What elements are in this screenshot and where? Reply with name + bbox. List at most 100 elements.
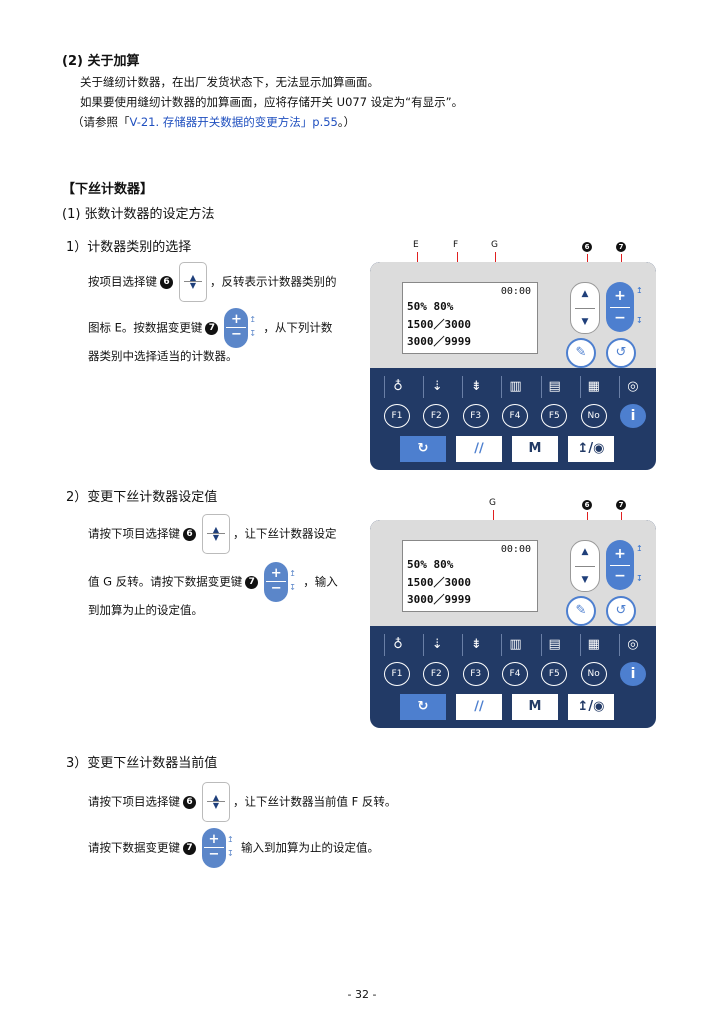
badge-6: 6 (582, 242, 592, 252)
m-key[interactable]: M (512, 436, 558, 462)
lcd-screen: 00:00 50% 80% 1500／3000 3000／9999 (402, 282, 538, 354)
return-key[interactable]: ↺ (606, 596, 636, 626)
time-display: 00:00 (500, 286, 531, 297)
sew-icon[interactable]: ▤ (540, 376, 568, 398)
text: 按项目选择键 (88, 274, 157, 289)
text: ，让下丝计数器当前值 F 反转。 (233, 794, 397, 809)
ref-close: 。） (337, 115, 356, 129)
badge-7: 7 (616, 242, 626, 252)
ref-open: （请参照「 (72, 115, 130, 129)
badge-6: 6 (582, 500, 592, 510)
control-panel: 00:00 50% 80% 1500／3000 3000／9999 ▲▼ +− … (370, 262, 656, 470)
slash-key[interactable]: ∕∕ (456, 436, 502, 462)
step2-heading: 2）变更下丝计数器设定值 (66, 490, 218, 505)
label-g: G (489, 498, 496, 508)
section-heading: (2) 关于加算 (62, 54, 140, 69)
counter-icon[interactable]: ▦ (579, 634, 607, 656)
paragraph-line: 如果要使用缝纫计数器的加算画面，应将存储开关 U077 设定为“有显示”。 (80, 95, 464, 109)
thread-icon[interactable]: ♁ (384, 634, 411, 656)
minus-icon: − (270, 581, 282, 596)
info-key[interactable]: i (619, 404, 646, 428)
f-key-row: F1 F2 F3 F4 F5 No i (384, 662, 646, 688)
step1-heading: 1）计数器类别的选择 (66, 240, 192, 255)
edit-key[interactable]: ✎ (566, 596, 596, 626)
down-arrow-icon: ▼ (189, 281, 197, 290)
sew-icon[interactable]: ▤ (540, 634, 568, 656)
data-change-key-icon: +−↥↧ (264, 562, 300, 602)
edit-key[interactable]: ✎ (566, 338, 596, 368)
text: 请按下项目选择键 (88, 794, 180, 809)
text: 图标 E。按数据变更键 (88, 320, 203, 335)
plus-icon: + (614, 546, 626, 562)
f5-key[interactable]: F5 (541, 662, 568, 686)
f4-key[interactable]: F4 (501, 404, 528, 428)
return-key[interactable]: ↺ (606, 338, 636, 368)
item-select-key-icon: ▲▼ (202, 514, 230, 554)
f3-key[interactable]: F3 (462, 404, 489, 428)
reference-line: （请参照「V-21. 存储器开关数据的变更方法」p.55。） (72, 112, 355, 132)
f2-key[interactable]: F2 (423, 404, 450, 428)
bobbin-title: 【下丝计数器】 (62, 182, 154, 197)
control-panel: 00:00 50% 80% 1500／3000 3000／9999 ▲▼ +− … (370, 520, 656, 728)
no-key[interactable]: No (580, 404, 607, 428)
info-key[interactable]: i (619, 662, 646, 686)
data-change-key-icon: +−↥↧ (202, 828, 238, 868)
plus-icon: + (270, 566, 282, 581)
m-key[interactable]: M (512, 694, 558, 720)
no-key[interactable]: No (580, 662, 607, 686)
bobbin-wind-key[interactable]: ↥/◉ (568, 694, 614, 720)
badge-7: 7 (616, 500, 626, 510)
text: ，反转表示计数器类别的 (210, 274, 337, 289)
text: ，从下列计数 (263, 320, 333, 335)
subsection-heading: (1) 张数计数器的设定方法 (62, 207, 215, 222)
feed-icon[interactable]: ⇟ (462, 376, 489, 398)
time-display: 00:00 (500, 544, 531, 555)
f1-key[interactable]: F1 (384, 662, 410, 686)
item-select-key[interactable]: ▲▼ (570, 282, 600, 334)
lcd-row2: 1500／3000 (407, 318, 471, 331)
lcd-row2: 1500／3000 (407, 576, 471, 589)
step1-line3: 器类别中选择适当的计数器。 (88, 349, 238, 363)
data-change-key[interactable]: +− (606, 540, 634, 590)
thread-icon[interactable]: ♁ (384, 376, 411, 398)
up-arrow-icon: ▲ (581, 289, 589, 299)
pattern-icon[interactable]: ▥ (501, 634, 528, 656)
plus-icon: + (230, 312, 242, 327)
f3-key[interactable]: F3 (462, 662, 489, 686)
f4-key[interactable]: F4 (501, 662, 528, 686)
paragraph-line: 关于缝纫计数器，在出厂发货状态下，无法显示加算画面。 (80, 75, 379, 89)
minus-icon: − (614, 568, 626, 584)
stitch-icon[interactable]: ⇣ (423, 634, 450, 656)
plus-icon: + (614, 288, 626, 304)
data-change-key-icon: +−↥↧ (224, 308, 260, 348)
down-arrow-icon: ▼ (581, 317, 589, 327)
f5-key[interactable]: F5 (541, 404, 568, 428)
data-change-key[interactable]: +− (606, 282, 634, 332)
f1-key[interactable]: F1 (384, 404, 410, 428)
label-g: G (491, 240, 498, 250)
bobbin-icon[interactable]: ◎ (618, 634, 646, 656)
f-key-row: F1 F2 F3 F4 F5 No i (384, 404, 646, 430)
feed-icon[interactable]: ⇟ (462, 634, 489, 656)
stitch-icon[interactable]: ⇣ (423, 376, 450, 398)
down-arrow-icon: ▼ (212, 801, 220, 810)
slash-key[interactable]: ∕∕ (456, 694, 502, 720)
up-arrow-icon: ▲ (581, 547, 589, 557)
reset-key[interactable]: ↻ (400, 694, 446, 720)
item-select-key[interactable]: ▲▼ (570, 540, 600, 592)
f2-key[interactable]: F2 (423, 662, 450, 686)
reference-link[interactable]: V-21. 存储器开关数据的变更方法」p.55 (129, 115, 338, 129)
pattern-icon[interactable]: ▥ (501, 376, 528, 398)
bobbin-wind-key[interactable]: ↥/◉ (568, 436, 614, 462)
counter-icon[interactable]: ▦ (579, 376, 607, 398)
minus-icon: − (208, 847, 220, 862)
bobbin-icon[interactable]: ◎ (618, 376, 646, 398)
reset-key[interactable]: ↻ (400, 436, 446, 462)
plus-icon: + (208, 832, 220, 847)
key-number-badge: 7 (245, 575, 259, 589)
